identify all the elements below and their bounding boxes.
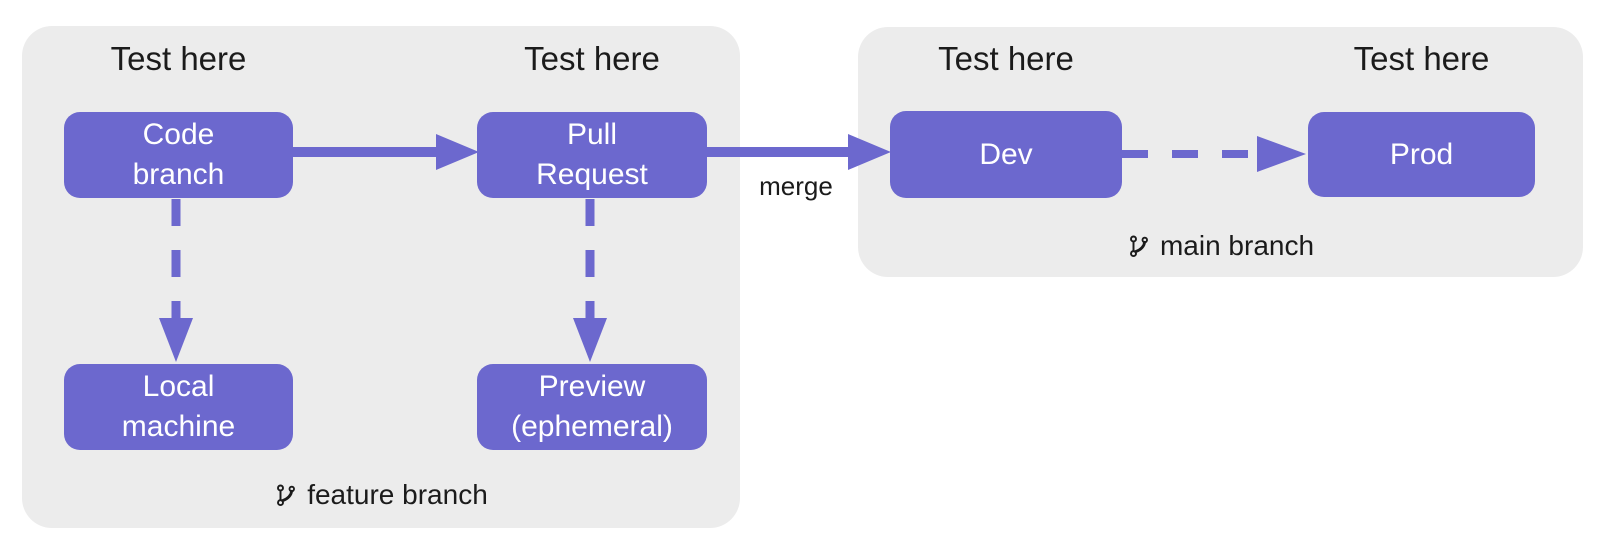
branch-label-text: feature branch xyxy=(307,479,488,510)
node-prod: Prod xyxy=(1308,112,1535,197)
node-label-line: (ephemeral) xyxy=(511,410,673,443)
node-local-machine: Local machine xyxy=(64,364,293,450)
feature-branch-group: Test here Test here Code branch Pull Req… xyxy=(22,26,740,528)
test-here-label-code-branch: Test here xyxy=(110,40,247,77)
node-label-line: Local xyxy=(142,370,215,403)
feature-branch-label: feature branch xyxy=(22,478,740,512)
node-label-line: Pull xyxy=(566,118,618,151)
branch-label-text: main branch xyxy=(1159,230,1315,261)
git-branch-icon xyxy=(1129,235,1148,258)
test-here-label-prod: Test here xyxy=(1353,40,1490,77)
node-code-branch: Code branch xyxy=(64,112,293,198)
main-branch-group: Test here Test here Dev Prod main branch xyxy=(858,27,1583,277)
node-preview-ephemeral: Preview (ephemeral) xyxy=(477,364,707,450)
node-label-line: Prod xyxy=(1389,137,1454,171)
main-branch-label: main branch xyxy=(858,229,1583,263)
node-label-line: machine xyxy=(121,410,236,443)
git-branch-icon xyxy=(277,484,296,507)
node-label-line: Dev xyxy=(979,137,1033,171)
node-label-line: Preview xyxy=(538,370,646,403)
test-here-label-pull-request: Test here xyxy=(524,40,660,77)
merge-edge-label: merge xyxy=(759,171,833,201)
node-dev: Dev xyxy=(890,111,1122,198)
node-label-line: Request xyxy=(536,158,648,191)
node-label-line: branch xyxy=(132,158,225,191)
test-here-label-dev: Test here xyxy=(938,40,1074,77)
node-label-line: Code xyxy=(142,118,215,151)
node-pull-request: Pull Request xyxy=(477,112,707,198)
